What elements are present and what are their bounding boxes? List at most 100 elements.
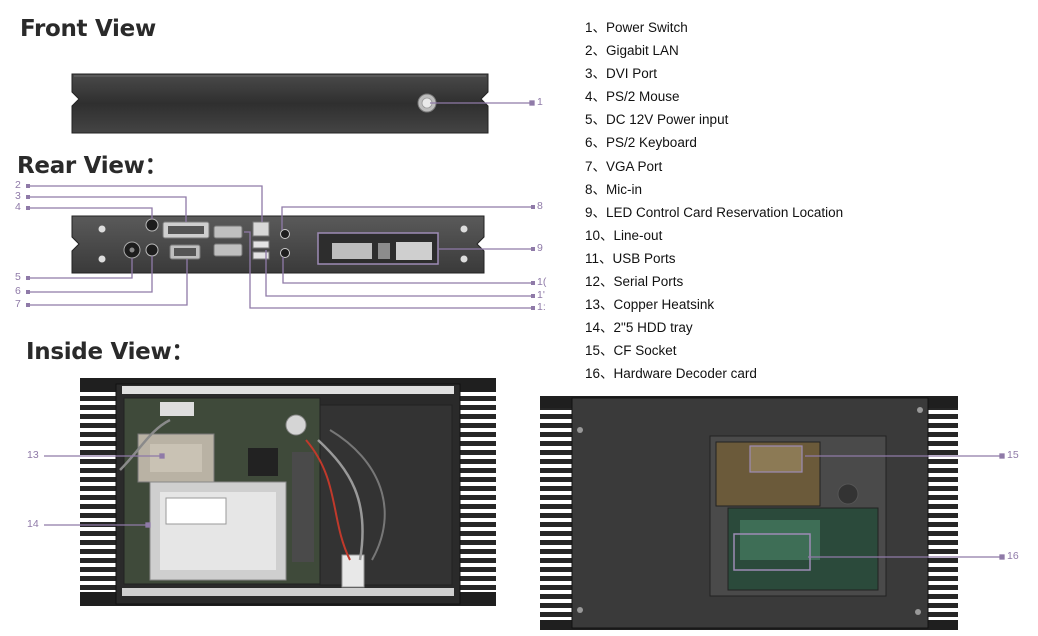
legend-item: 13、Copper Heatsink xyxy=(585,296,843,319)
legend-label: Power Switch xyxy=(606,20,688,35)
ps2-mouse-port-icon xyxy=(145,218,159,232)
legend-label: Gigabit LAN xyxy=(606,43,679,59)
callout-label-7: 7 xyxy=(15,298,21,310)
legend-item: 1、Power Switch xyxy=(585,19,843,42)
legend-number: 6 xyxy=(585,135,593,151)
callout-label-3: 3 xyxy=(15,190,21,202)
ps2-keyboard-port-icon xyxy=(145,243,159,257)
legend-label: PS/2 Keyboard xyxy=(606,135,697,151)
legend-item: 8、Mic-in xyxy=(585,181,843,204)
legend-label: Hardware Decoder card xyxy=(613,366,757,382)
led-card-slot-icon xyxy=(317,232,439,265)
inside-view-bottom xyxy=(540,396,958,630)
legend-number: 7 xyxy=(585,158,593,174)
legend-separator: 、 xyxy=(592,135,607,151)
legend-label: Mic-in xyxy=(606,181,643,197)
legend-item: 10、Line-out xyxy=(585,227,843,250)
legend-separator: 、 xyxy=(592,158,607,174)
legend-item: 3、DVI Port xyxy=(585,65,843,88)
legend-number: 16 xyxy=(585,366,601,382)
legend-separator: 、 xyxy=(592,89,607,105)
legend-number: 4 xyxy=(585,89,593,105)
callout-label-1: 1 xyxy=(537,96,543,108)
legend-number: 9 xyxy=(585,204,593,220)
legend-separator: 、 xyxy=(592,66,607,82)
rear-view-heading: Rear View： xyxy=(17,153,168,179)
callout-label-15: 15 xyxy=(1007,449,1019,461)
legend-separator: 、 xyxy=(599,250,613,266)
serial-ports-icon xyxy=(213,225,243,257)
legend-item: 14、2"5 HDD tray xyxy=(585,319,843,342)
dc-power-port-icon xyxy=(123,241,141,259)
callout-label-5: 5 xyxy=(15,271,21,283)
legend-item: 11、USB Ports xyxy=(585,250,843,273)
front-panel xyxy=(71,73,489,134)
usb-ports-icon xyxy=(252,240,270,260)
callout-label-12: 1: xyxy=(537,301,546,313)
legend-separator: 、 xyxy=(600,227,614,243)
legend-number: 2 xyxy=(585,43,593,59)
legend-separator: 、 xyxy=(592,43,607,59)
legend-separator: 、 xyxy=(600,320,614,336)
legend-number: 5 xyxy=(585,112,593,128)
legend-label: Copper Heatsink xyxy=(613,297,715,313)
legend-number: 12 xyxy=(585,274,601,290)
callout-label-4: 4 xyxy=(15,201,21,213)
legend-separator: 、 xyxy=(592,112,607,128)
legend-number: 14 xyxy=(585,320,601,336)
audio-jacks-icon xyxy=(280,229,290,258)
legend-separator: 、 xyxy=(600,343,614,359)
legend-number: 11 xyxy=(585,250,600,266)
legend-label: Line-out xyxy=(613,227,663,243)
callout-label-13: 13 xyxy=(27,449,39,461)
legend-label: 2"5 HDD tray xyxy=(613,320,693,336)
legend-label: LED Control Card Reservation Location xyxy=(606,204,844,220)
legend-label: DC 12V Power input xyxy=(606,112,729,128)
legend-item: 7、VGA Port xyxy=(585,158,843,181)
legend-number: 10 xyxy=(585,227,601,243)
inside-view-mainboard xyxy=(80,378,496,606)
legend-number: 1 xyxy=(585,20,593,35)
rear-callout-lines xyxy=(28,185,533,309)
inside-callout-lines-left xyxy=(44,453,165,528)
legend-item: 6、PS/2 Keyboard xyxy=(585,134,843,157)
legend-separator: 、 xyxy=(592,204,607,220)
legend-separator: 、 xyxy=(600,366,614,382)
inside-callout-lines-right xyxy=(805,453,1005,560)
front-view-heading: Front View xyxy=(20,16,156,42)
legend-number: 15 xyxy=(585,343,601,359)
dvi-port-icon xyxy=(162,221,210,239)
legend-item: 15、CF Socket xyxy=(585,342,843,365)
callout-label-16: 16 xyxy=(1007,550,1019,562)
legend-item: 4、PS/2 Mouse xyxy=(585,88,843,111)
legend-item: 5、DC 12V Power input xyxy=(585,111,843,134)
callout-label-14: 14 xyxy=(27,518,39,530)
inside-view-heading: Inside View： xyxy=(26,339,195,365)
legend-item: 2、Gigabit LAN xyxy=(585,42,843,65)
legend-separator: 、 xyxy=(592,181,607,197)
legend-label: PS/2 Mouse xyxy=(606,89,680,105)
callout-label-10: 1( xyxy=(537,276,547,288)
legend-number: 13 xyxy=(585,297,601,313)
callout-label-9: 9 xyxy=(537,242,543,254)
legend-number: 3 xyxy=(585,66,593,82)
callout-label-8: 8 xyxy=(537,200,543,212)
gigabit-lan-port-icon xyxy=(252,221,270,237)
legend-number: 8 xyxy=(585,181,593,197)
legend-item: 12、Serial Ports xyxy=(585,273,843,296)
legend-label: Serial Ports xyxy=(613,274,684,290)
legend-item: 9、LED Control Card Reservation Location xyxy=(585,204,843,227)
callout-label-2: 2 xyxy=(15,179,21,191)
power-switch-icon xyxy=(417,93,437,113)
legend-label: USB Ports xyxy=(612,250,676,266)
legend-separator: 、 xyxy=(600,297,614,313)
callout-label-6: 6 xyxy=(15,285,21,297)
legend-separator: 、 xyxy=(600,274,614,290)
rear-callout-dots xyxy=(26,184,535,310)
legend-label: VGA Port xyxy=(606,158,663,174)
legend-label: DVI Port xyxy=(606,66,658,82)
legend-item: 16、Hardware Decoder card xyxy=(585,365,843,388)
callout-label-11: 1' xyxy=(537,289,545,301)
